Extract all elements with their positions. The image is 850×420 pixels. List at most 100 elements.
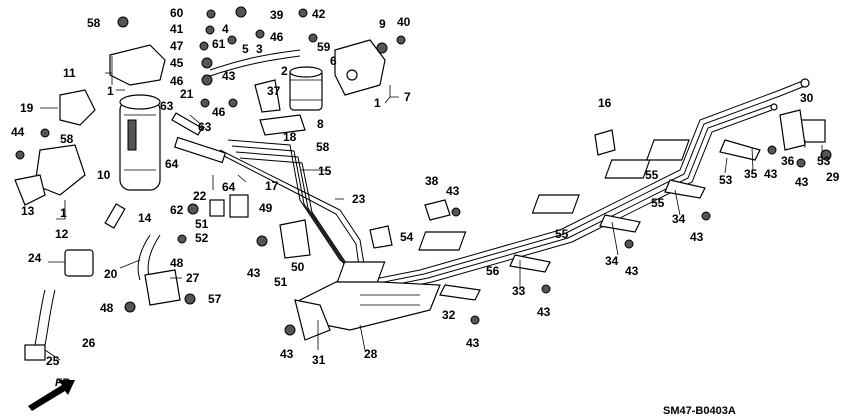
callout-34a: 34 bbox=[672, 212, 686, 226]
callout-37: 37 bbox=[267, 84, 281, 98]
callout-58c: 58 bbox=[316, 140, 330, 154]
callout-2: 2 bbox=[281, 64, 288, 78]
callout-55b: 55 bbox=[651, 196, 665, 210]
callout-6: 6 bbox=[330, 54, 337, 68]
callout-63b: 63 bbox=[198, 120, 212, 134]
callout-39: 39 bbox=[270, 8, 284, 22]
callout-23: 23 bbox=[352, 192, 366, 206]
callout-63a: 63 bbox=[160, 99, 174, 113]
callout-1a: 1 bbox=[107, 84, 114, 98]
callout-35: 35 bbox=[744, 167, 758, 181]
callout-43h: 43 bbox=[537, 305, 551, 319]
hose-2 bbox=[209, 49, 301, 71]
callout-50: 50 bbox=[291, 260, 305, 274]
callout-61: 61 bbox=[212, 37, 226, 51]
callout-33: 33 bbox=[512, 284, 526, 298]
callout-43b: 43 bbox=[764, 167, 778, 181]
callout-40: 40 bbox=[397, 15, 411, 29]
callout-57: 57 bbox=[208, 292, 222, 306]
callout-25: 25 bbox=[46, 354, 60, 368]
callout-11: 11 bbox=[63, 66, 76, 80]
callout-47: 47 bbox=[170, 39, 184, 53]
callout-30: 30 bbox=[800, 91, 814, 105]
callout-43a: 43 bbox=[222, 69, 236, 83]
callout-36: 36 bbox=[781, 154, 795, 168]
callout-58: 58 bbox=[87, 16, 101, 30]
callout-48a: 48 bbox=[170, 256, 184, 270]
callout-53b: 53 bbox=[817, 154, 831, 168]
callout-29: 29 bbox=[826, 170, 840, 184]
callout-45: 45 bbox=[170, 56, 184, 70]
callout-55a: 55 bbox=[645, 168, 659, 182]
callout-17: 17 bbox=[265, 179, 279, 193]
callout-42: 42 bbox=[312, 7, 326, 21]
callout-18: 18 bbox=[283, 130, 297, 144]
callout-62: 62 bbox=[170, 203, 184, 217]
callout-46a: 46 bbox=[270, 30, 284, 44]
callout-22: 22 bbox=[193, 189, 207, 203]
callout-1b: 1 bbox=[374, 96, 381, 110]
callout-60: 60 bbox=[170, 6, 184, 20]
callout-44: 44 bbox=[11, 125, 25, 139]
callout-27: 27 bbox=[186, 271, 200, 285]
callout-34b: 34 bbox=[605, 254, 619, 268]
charcoal-canister bbox=[119, 94, 161, 191]
callout-43e: 43 bbox=[690, 230, 704, 244]
callout-21: 21 bbox=[180, 87, 194, 101]
callout-13: 13 bbox=[21, 204, 35, 218]
front-arrow-icon bbox=[28, 380, 75, 411]
callout-64b: 64 bbox=[222, 180, 236, 194]
callout-24: 24 bbox=[28, 251, 42, 265]
callout-64a: 64 bbox=[165, 157, 179, 171]
bracket-top bbox=[14, 44, 166, 206]
callout-31: 31 bbox=[312, 353, 326, 367]
callout-4: 4 bbox=[222, 22, 229, 36]
callout-56: 56 bbox=[486, 264, 500, 278]
callout-28: 28 bbox=[364, 347, 378, 361]
callout-43c: 43 bbox=[795, 175, 809, 189]
callout-16: 16 bbox=[598, 96, 612, 110]
callout-55c: 55 bbox=[555, 227, 569, 241]
callout-38: 38 bbox=[425, 174, 439, 188]
diagram-code: SM47-B0403A bbox=[663, 405, 736, 417]
leader-lines bbox=[40, 56, 823, 361]
callout-52: 52 bbox=[195, 231, 209, 245]
callout-51b: 51 bbox=[274, 275, 288, 289]
line-clamps bbox=[279, 109, 826, 301]
callout-49: 49 bbox=[259, 201, 273, 215]
callout-20: 20 bbox=[104, 267, 118, 281]
callout-19: 19 bbox=[20, 101, 34, 115]
callout-46b: 46 bbox=[170, 74, 184, 88]
filler-hose bbox=[137, 234, 151, 281]
callout-46c: 46 bbox=[212, 105, 226, 119]
callout-10: 10 bbox=[97, 168, 111, 182]
callout-54: 54 bbox=[400, 230, 414, 244]
callout-43i: 43 bbox=[466, 336, 480, 350]
callout-32: 32 bbox=[442, 308, 456, 322]
callout-12: 12 bbox=[55, 227, 69, 241]
fuel-filter bbox=[289, 66, 323, 111]
callout-15: 15 bbox=[318, 164, 332, 178]
callout-53a: 53 bbox=[719, 173, 733, 187]
callout-14: 14 bbox=[138, 211, 152, 225]
callout-5: 5 bbox=[242, 42, 249, 56]
front-direction-label: FR. bbox=[55, 377, 73, 389]
callout-41: 41 bbox=[170, 22, 184, 36]
callout-9: 9 bbox=[379, 17, 386, 31]
callout-3: 3 bbox=[256, 42, 263, 56]
callout-48b: 48 bbox=[100, 301, 114, 315]
callout-43f: 43 bbox=[247, 266, 261, 280]
callout-51a: 51 bbox=[195, 217, 209, 231]
fasteners bbox=[15, 6, 832, 336]
callout-43d: 43 bbox=[446, 184, 460, 198]
callout-59: 59 bbox=[317, 40, 331, 54]
callout-1c: 1 bbox=[60, 206, 67, 220]
vapor-line bbox=[219, 149, 366, 271]
callout-7: 7 bbox=[404, 90, 411, 104]
callout-26: 26 bbox=[82, 336, 96, 350]
callout-43g: 43 bbox=[625, 264, 639, 278]
callout-labels: 58 60 39 42 9 40 41 4 47 61 5 3 46 59 45… bbox=[11, 6, 840, 368]
bracket-7 bbox=[334, 39, 386, 96]
callout-43j: 43 bbox=[280, 347, 294, 361]
